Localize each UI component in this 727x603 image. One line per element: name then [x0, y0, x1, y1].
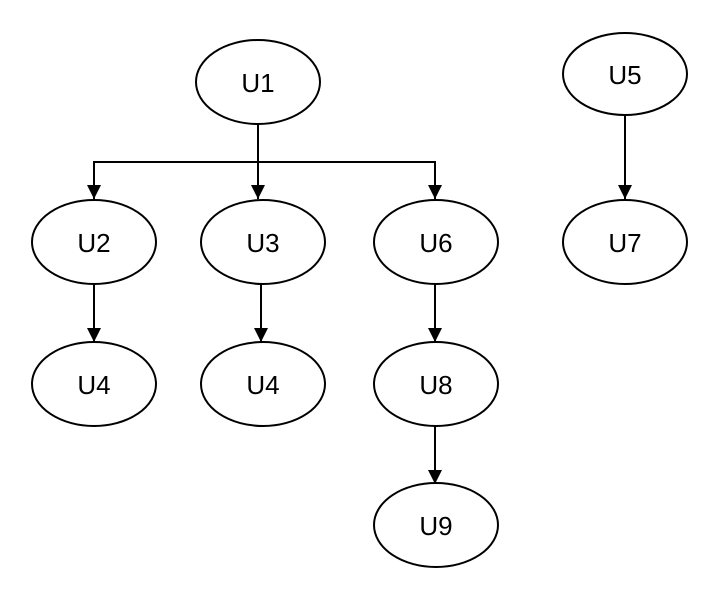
node-u8: U8 — [373, 341, 499, 427]
node-u2-label: U2 — [77, 228, 110, 258]
node-u4-left-label: U4 — [77, 370, 110, 400]
node-u1: U1 — [195, 39, 321, 125]
node-u5: U5 — [562, 32, 688, 116]
node-u1-label: U1 — [241, 68, 274, 98]
node-u3-label: U3 — [246, 228, 279, 258]
node-u2: U2 — [31, 199, 157, 285]
node-u7: U7 — [562, 199, 688, 285]
node-u4-left: U4 — [31, 341, 157, 427]
edge-u1-u6 — [258, 161, 442, 199]
node-u6-label: U6 — [419, 228, 452, 258]
node-u5-label: U5 — [608, 60, 641, 90]
node-u8-label: U8 — [419, 370, 452, 400]
edges — [87, 115, 632, 484]
node-u4-middle-label: U4 — [246, 370, 279, 400]
node-u3: U3 — [200, 199, 326, 285]
edge-u1-u2 — [87, 125, 259, 199]
node-u6: U6 — [373, 199, 499, 285]
node-u4-middle: U4 — [200, 341, 326, 427]
node-u9-label: U9 — [419, 511, 452, 541]
node-u9: U9 — [373, 482, 499, 568]
node-u7-label: U7 — [608, 228, 641, 258]
